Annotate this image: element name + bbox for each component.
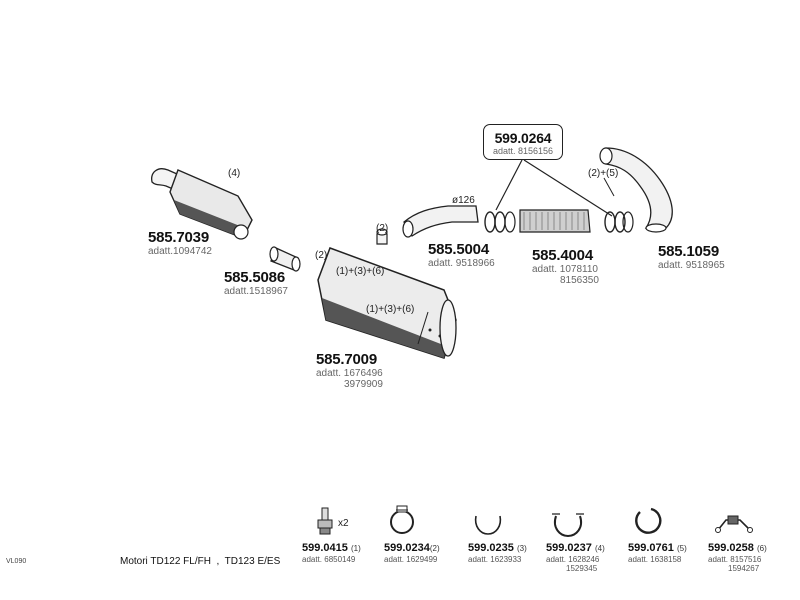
ref-label-1-3-6-bottom: (1)+(3)+(6) [366, 304, 415, 315]
small-part-number: 599.0258 [708, 542, 754, 554]
small-part-adatt-2: 1529345 [566, 564, 598, 573]
part-585-1059: 585.1059 adatt. 9518965 [658, 243, 725, 272]
small-part-5: 599.0761 (5) adatt. 1638158 [628, 542, 687, 564]
part-adatt-2: 3979909 [344, 379, 383, 390]
ref-label-2-5: (2)+(5) [588, 168, 619, 179]
small-part-adatt: adatt. 1629499 [384, 555, 438, 564]
muffler-585-7039-drawing [151, 168, 253, 240]
small-part-3: 599.0235 (3) adatt. 1623933 [468, 542, 527, 564]
clamp-left-drawing [484, 211, 516, 233]
silencer-585-7009-drawing [317, 228, 457, 359]
footer-code: VL090 [6, 558, 27, 565]
footer-motori: Motori TD122 FL/FH , TD123 E/ES [120, 556, 281, 567]
part-number: 585.5086 [224, 269, 285, 286]
small-part-ref: (2) [429, 544, 440, 553]
clamp-band-icon [390, 505, 414, 534]
small-part-4: 599.0237 (4) adatt. 1628246 1529345 [546, 542, 605, 573]
part-number: 585.7009 [316, 351, 377, 368]
callout-box: 599.0264 adatt. 8156156 [483, 124, 563, 160]
callout-part-number: 599.0264 [494, 130, 552, 146]
part-585-5004: 585.5004 adatt. 9518966 [428, 241, 495, 270]
ref-label-1-3-6-top: (1)+(3)+(6) [336, 266, 385, 277]
small-part-number: 599.0761 [628, 542, 674, 554]
small-part-adatt: adatt. 1638158 [628, 555, 682, 564]
small-part-ref: (4) [594, 544, 605, 553]
flex-hose-585-4004-drawing [519, 209, 591, 233]
hanger-icon [715, 515, 753, 533]
callout-leader-right [523, 159, 613, 217]
part-585-5086: 585.5086 adatt.1518967 [224, 269, 288, 298]
ref-label-2-pipe: (2) [315, 250, 328, 261]
part-adatt: adatt. 9518965 [658, 260, 725, 271]
callout-leader-left [495, 159, 523, 211]
ref-label-2-silencer: (2) [376, 223, 389, 234]
small-part-adatt-2: 1594267 [728, 564, 760, 573]
small-part-adatt: adatt. 1628246 [546, 555, 600, 564]
part-number: 585.7039 [148, 229, 209, 246]
part-adatt: adatt. 9518966 [428, 258, 495, 269]
callout-adatt: adatt. 8156156 [492, 146, 554, 156]
ref-label-4: (4) [228, 168, 241, 179]
small-part-number: 599.0237 [546, 542, 592, 554]
small-part-6: 599.0258 (6) adatt. 8157516 1594267 [708, 542, 767, 573]
clamp-right-drawing [604, 211, 634, 233]
part-adatt: adatt. 1078110 [532, 264, 598, 275]
pipe-585-5004-drawing [402, 205, 479, 238]
part-adatt: adatt. 1676496 [316, 368, 383, 379]
small-part-number: 599.0234 [384, 542, 430, 554]
split-ring-icon [552, 513, 584, 538]
small-part-ref: (1) [350, 544, 361, 553]
small-part-ref: (6) [756, 544, 767, 553]
small-part-adatt: adatt. 1623933 [468, 555, 522, 564]
part-adatt-2: 8156350 [560, 275, 599, 286]
small-part-number: 599.0235 [468, 542, 514, 554]
small-part-ref: (5) [676, 544, 687, 553]
leader-2-5 [603, 177, 615, 197]
small-part-ref: (3) [516, 544, 527, 553]
part-585-7009: 585.7009 adatt. 1676496 3979909 [316, 351, 383, 391]
part-adatt: adatt.1094742 [148, 246, 212, 257]
small-part-2: 599.0234(2) adatt. 1629499 [384, 542, 440, 564]
pipe-585-1059-drawing [599, 147, 673, 233]
gasket-ring-icon [474, 515, 502, 535]
bolt-icon [317, 507, 333, 535]
part-585-7039: 585.7039 adatt.1094742 [148, 229, 212, 258]
pipe-585-5086-drawing [269, 246, 301, 272]
qty-label: x2 [338, 518, 349, 529]
small-part-adatt: adatt. 8157516 [708, 555, 762, 564]
part-number: 585.1059 [658, 243, 719, 260]
diameter-label: ø126 [452, 195, 475, 206]
part-number: 585.4004 [532, 247, 593, 264]
small-part-adatt: adatt. 6850149 [302, 555, 356, 564]
o-ring-icon [635, 507, 662, 534]
part-adatt: adatt.1518967 [224, 286, 288, 297]
small-part-number: 599.0415 [302, 542, 348, 554]
small-part-1: 599.0415 (1) adatt. 6850149 [302, 542, 361, 564]
part-number: 585.5004 [428, 241, 489, 258]
part-585-4004: 585.4004 adatt. 1078110 8156350 [532, 247, 599, 287]
